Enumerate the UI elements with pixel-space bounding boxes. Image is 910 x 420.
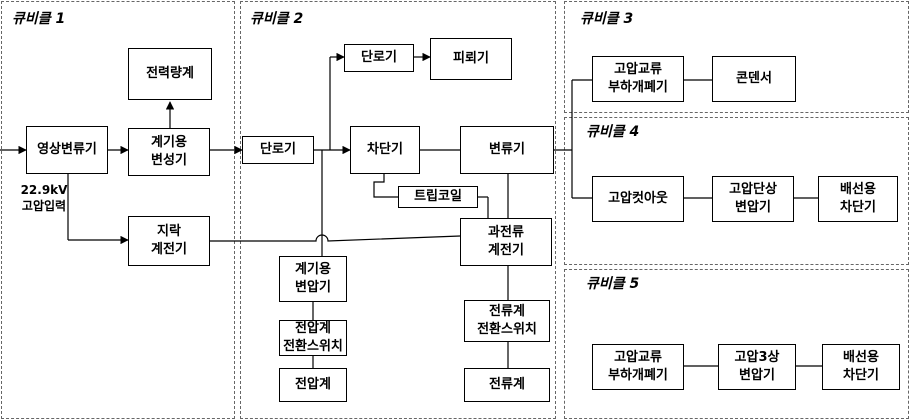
- voltmeter-box: 전압계: [279, 368, 347, 402]
- cutout-box: 고압컷아웃: [592, 176, 684, 222]
- mccb-5-box: 배선용 차단기: [822, 344, 900, 390]
- cubicle-1: [1, 1, 235, 419]
- circuit-breaker-box: 차단기: [350, 126, 420, 174]
- mccb-4-box: 배선용 차단기: [818, 176, 898, 222]
- cubicle-2-title: 큐비클 2: [250, 11, 304, 27]
- cubicle-3-title: 큐비클 3: [580, 11, 634, 27]
- disconnector-top-box: 단로기: [344, 44, 414, 72]
- cubicle-4: [564, 117, 909, 265]
- cubicle-3: [564, 1, 909, 113]
- three-phase-transformer-box: 고압3상 변압기: [718, 344, 796, 390]
- cubicle-2: [240, 1, 556, 419]
- instrument-transformer-box: 계기용 변성기: [128, 128, 210, 176]
- current-transformer-box: 변류기: [460, 126, 554, 174]
- voltage-transformer-box: 계기용 변압기: [279, 256, 347, 302]
- power-meter-box: 전력량계: [128, 48, 212, 100]
- cubicle-5: [564, 269, 909, 419]
- cubicle-5-title: 큐비클 5: [586, 276, 640, 292]
- capacitor-box: 콘덴서: [712, 56, 796, 102]
- single-phase-transformer-box: 고압단상 변압기: [712, 176, 794, 222]
- cubicle-1-title: 큐비클 1: [12, 11, 66, 27]
- input-voltage-label: 22.9kV 고압입력: [20, 183, 68, 213]
- cubicle-4-title: 큐비클 4: [586, 124, 640, 140]
- load-break-switch-3-box: 고압교류 부하개폐기: [592, 56, 684, 102]
- voltmeter-switch-box: 전압계 전환스위치: [279, 320, 347, 356]
- ammeter-switch-box: 전류계 전환스위치: [464, 300, 550, 342]
- ground-fault-relay-box: 지락 계전기: [128, 216, 210, 266]
- disconnector-main-box: 단로기: [242, 136, 314, 164]
- lightning-arrester-box: 피뢰기: [430, 38, 512, 80]
- load-break-switch-5-box: 고압교류 부하개폐기: [592, 344, 684, 390]
- ammeter-box: 전류계: [464, 368, 550, 402]
- zero-phase-ct-box: 영상변류기: [26, 126, 108, 174]
- trip-coil-box: 트립코일: [398, 186, 478, 208]
- overcurrent-relay-box: 과전류 계전기: [460, 218, 552, 266]
